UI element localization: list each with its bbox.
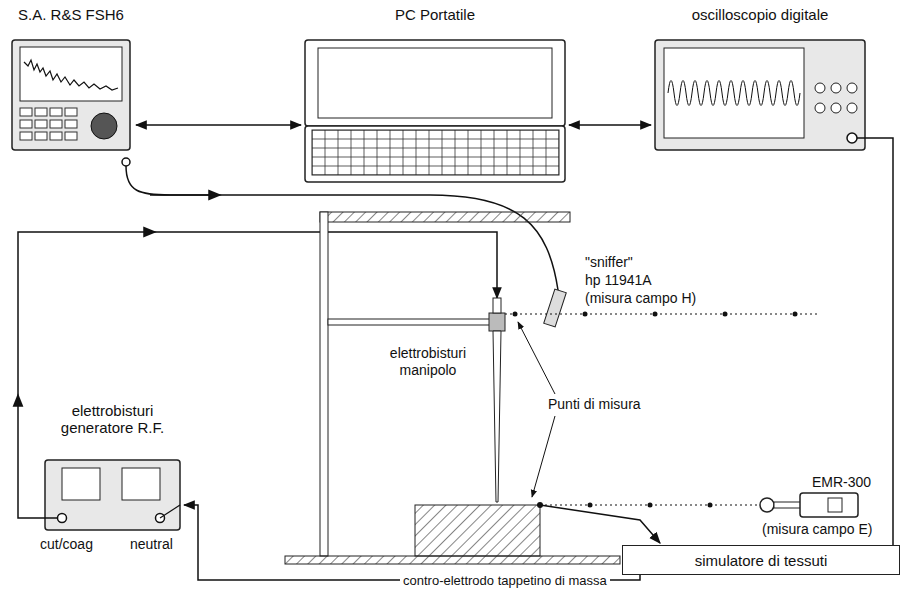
laptop	[305, 40, 565, 182]
edge-label: contro-elettrodo tappetino di massa	[400, 573, 610, 588]
sniffer-probe	[544, 289, 567, 327]
connector	[569, 124, 651, 126]
field-meter	[760, 493, 858, 517]
node-label: S.A. R&S FSH6	[6, 6, 136, 23]
connector	[136, 124, 301, 126]
node-label: simulatore di tessuti	[695, 552, 828, 569]
tissue-block	[415, 505, 540, 556]
simulator-box: simulatore di tessuti	[622, 545, 900, 575]
node-label: elettrobisturi generatore R.F.	[41, 402, 184, 436]
probe-cable	[150, 194, 215, 196]
part-label: (misura campo H)	[585, 290, 696, 307]
part-label: cut/coag	[40, 536, 93, 553]
oscilloscope	[655, 40, 865, 150]
node-label: PC Portatile	[301, 6, 569, 23]
stand	[285, 212, 620, 564]
part-label: (misura campo E)	[762, 521, 872, 538]
part-label: "sniffer"	[585, 254, 633, 271]
rf-generator	[45, 460, 180, 530]
connector	[184, 505, 640, 580]
part-label: neutral	[130, 536, 173, 553]
spectrum-analyzer	[12, 40, 130, 166]
part-label: elettrobisturi manipolo	[372, 345, 484, 379]
probe-cable	[126, 166, 558, 290]
active-wire	[18, 232, 150, 402]
node-label: oscilloscopio digitale	[651, 6, 869, 23]
oscilloscope-node: oscilloscopio digitale	[651, 6, 869, 152]
handpiece	[493, 298, 501, 502]
part-label: EMR-300	[812, 474, 871, 491]
analyzer-node: S.A. R&S FSH6	[6, 6, 136, 152]
measurement-points	[505, 312, 820, 508]
neutral-stub	[160, 505, 180, 518]
generator-node: elettrobisturi generatore R.F.	[41, 402, 184, 530]
part-label: hp 11941A	[585, 272, 652, 289]
tissue-wire	[540, 505, 660, 543]
part-label: Punti di misura	[548, 396, 641, 413]
laptop-node: PC Portatile	[301, 6, 569, 182]
active-wire	[18, 400, 58, 518]
